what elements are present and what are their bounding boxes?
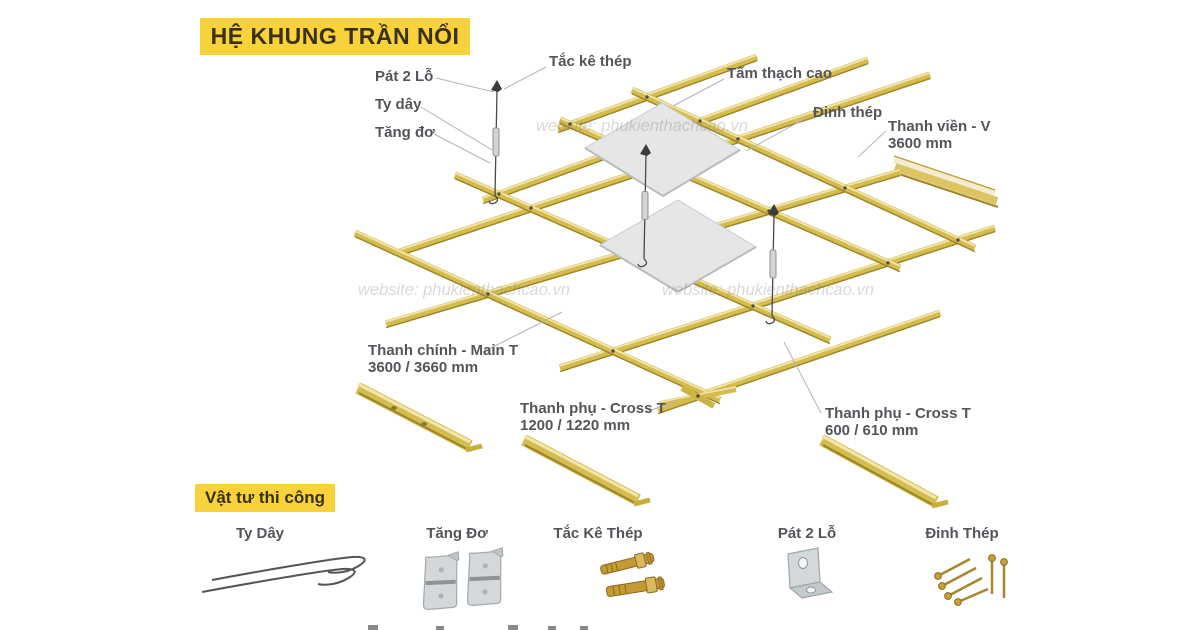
- turnbuckle-icon: [769, 249, 777, 279]
- callout-pat-2-lo: Pát 2 Lỗ: [375, 68, 434, 85]
- gypsum-panel-upper: [584, 102, 741, 198]
- callout-dinh-thep: Đinh thép: [813, 104, 883, 121]
- leader-lines: [420, 66, 887, 414]
- bottom-crop-marks: [368, 625, 588, 630]
- material-label-pat-2-lo: Pát 2 Lỗ: [777, 525, 837, 542]
- steel-anchor-icon: [600, 551, 665, 597]
- cross-tee-1200-sample: [521, 434, 651, 507]
- junction-clip: [645, 95, 649, 99]
- turnbuckle-clip-icon: [422, 547, 504, 611]
- material-label-dinh-thep: Đinh Thép: [925, 525, 999, 542]
- hanger-assemblies: [488, 80, 779, 325]
- callout-name: Thanh viền - V: [888, 118, 991, 135]
- callout-tac-ke-thep: Tắc kê thép: [549, 53, 632, 70]
- cross-tee-junction-detail: [659, 385, 737, 409]
- junction-clip: [611, 349, 615, 353]
- steel-screws-icon: [934, 554, 1008, 606]
- callout-size: 3600 / 3660 mm: [368, 359, 479, 376]
- watermark: website: phukienthachcao.vn: [358, 281, 570, 299]
- cross-tee-600-sample: [819, 434, 949, 509]
- material-label-ty-day: Ty Dây: [235, 525, 285, 542]
- junction-clip: [886, 261, 890, 265]
- grid-bar: [353, 229, 722, 405]
- wire-hanger-icon: [201, 555, 366, 593]
- turnbuckle-icon: [492, 127, 500, 157]
- hanger-assembly: [637, 144, 651, 268]
- watermark: website: phukienthachcao.vn: [536, 117, 748, 135]
- grid-bar: [558, 224, 997, 373]
- junction-clip: [497, 192, 501, 196]
- callout-tang-do: Tăng đơ: [375, 124, 435, 141]
- junction-clip: [843, 186, 847, 190]
- junction-clip: [698, 119, 702, 123]
- wire-hook: [488, 195, 499, 205]
- turnbuckle-icon: [641, 191, 649, 220]
- callout-name: Thanh phụ - Cross T: [520, 400, 666, 417]
- callout-size: 600 / 610 mm: [825, 422, 919, 439]
- anchor-bolt-icon: [640, 144, 651, 156]
- callout-tam-thach-cao: Tấm thạch cao: [727, 65, 833, 82]
- callout-size: 3600 mm: [888, 135, 953, 152]
- callout-thanh-vien-v: Thanh viền - V 3600 mm: [888, 118, 991, 152]
- callout-name: Thanh phụ - Cross T: [825, 405, 971, 422]
- junction-clip: [486, 292, 490, 296]
- junction-clip: [529, 206, 533, 210]
- callout-ty-day: Ty dây: [375, 96, 422, 113]
- grid-bar: [556, 53, 759, 134]
- callout-name: Thanh chính - Main T: [368, 342, 518, 359]
- material-label-tac-ke-thep: Tắc Kê Thép: [553, 525, 643, 542]
- hanger-assembly: [765, 204, 779, 325]
- main-tee-sample: [355, 382, 483, 453]
- callout-size: 1200 / 1220 mm: [520, 417, 631, 434]
- callout-thanh-phu-cross-t-1200: Thanh phụ - Cross T 1200 / 1220 mm: [520, 400, 666, 434]
- wall-angle-v-sample: [893, 155, 999, 208]
- callout-thanh-phu-cross-t-600: Thanh phụ - Cross T 600 / 610 mm: [825, 405, 971, 439]
- junction-clip: [751, 304, 755, 308]
- junction-clip: [568, 122, 572, 126]
- materials-heading: Vật tư thi công: [195, 484, 335, 512]
- page-title: HỆ KHUNG TRẦN NỔI: [200, 18, 470, 55]
- gypsum-panel-lower: [599, 199, 757, 294]
- callout-thanh-chinh-main-t: Thanh chính - Main T 3600 / 3660 mm: [368, 342, 518, 376]
- anchor-bolt-icon: [491, 80, 502, 92]
- hanger-assembly: [488, 80, 502, 205]
- wire-hook: [637, 258, 648, 268]
- anchor-bolt-icon: [768, 204, 779, 216]
- material-label-tang-do: Tăng Đơ: [426, 525, 488, 542]
- junction-clip: [736, 137, 740, 141]
- junction-clip: [956, 238, 960, 242]
- wire-hook: [765, 315, 776, 325]
- watermark: website: phukienthachcao.vn: [662, 281, 874, 299]
- two-hole-bracket-icon: [787, 547, 834, 599]
